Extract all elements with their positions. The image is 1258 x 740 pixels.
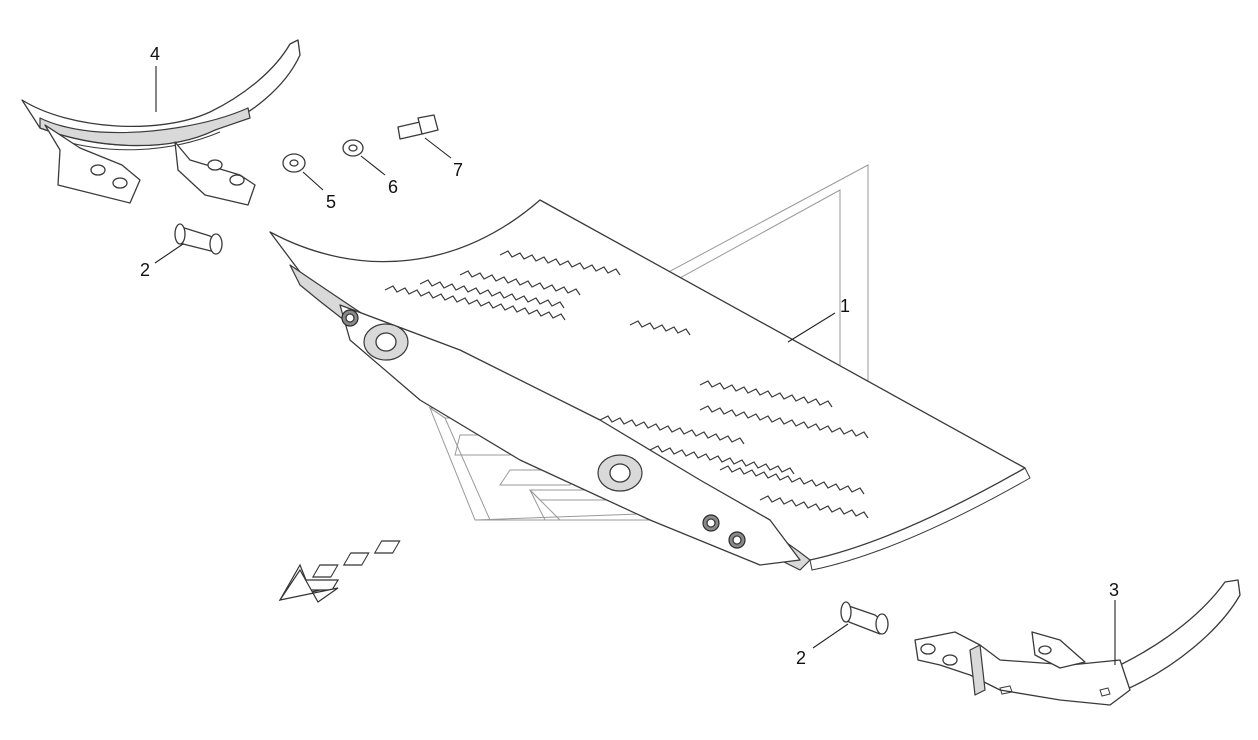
- left-hanger-part-4: 4: [21, 39, 301, 206]
- right-hanger-part-3: 3: [914, 579, 1241, 706]
- callout-4: 4: [150, 44, 160, 64]
- callout-6: 6: [388, 177, 398, 197]
- bushing-part-2-upper: 2: [140, 223, 223, 280]
- flat-washer-part-5: 5: [282, 153, 336, 212]
- callout-5: 5: [326, 192, 336, 212]
- bolt-part-7: 7: [397, 114, 463, 180]
- callout-3: 3: [1109, 580, 1119, 600]
- travel-direction-arrow: [278, 540, 401, 603]
- bushing-part-2-lower: 2: [796, 601, 889, 668]
- rasp-teeth: [384, 250, 869, 519]
- lock-washer-part-6: 6: [342, 139, 398, 197]
- callout-2-upper: 2: [140, 260, 150, 280]
- concave-section-part-1: 1: [269, 199, 1031, 571]
- callout-1: 1: [840, 296, 850, 316]
- callout-2-lower: 2: [796, 648, 806, 668]
- callout-7: 7: [453, 160, 463, 180]
